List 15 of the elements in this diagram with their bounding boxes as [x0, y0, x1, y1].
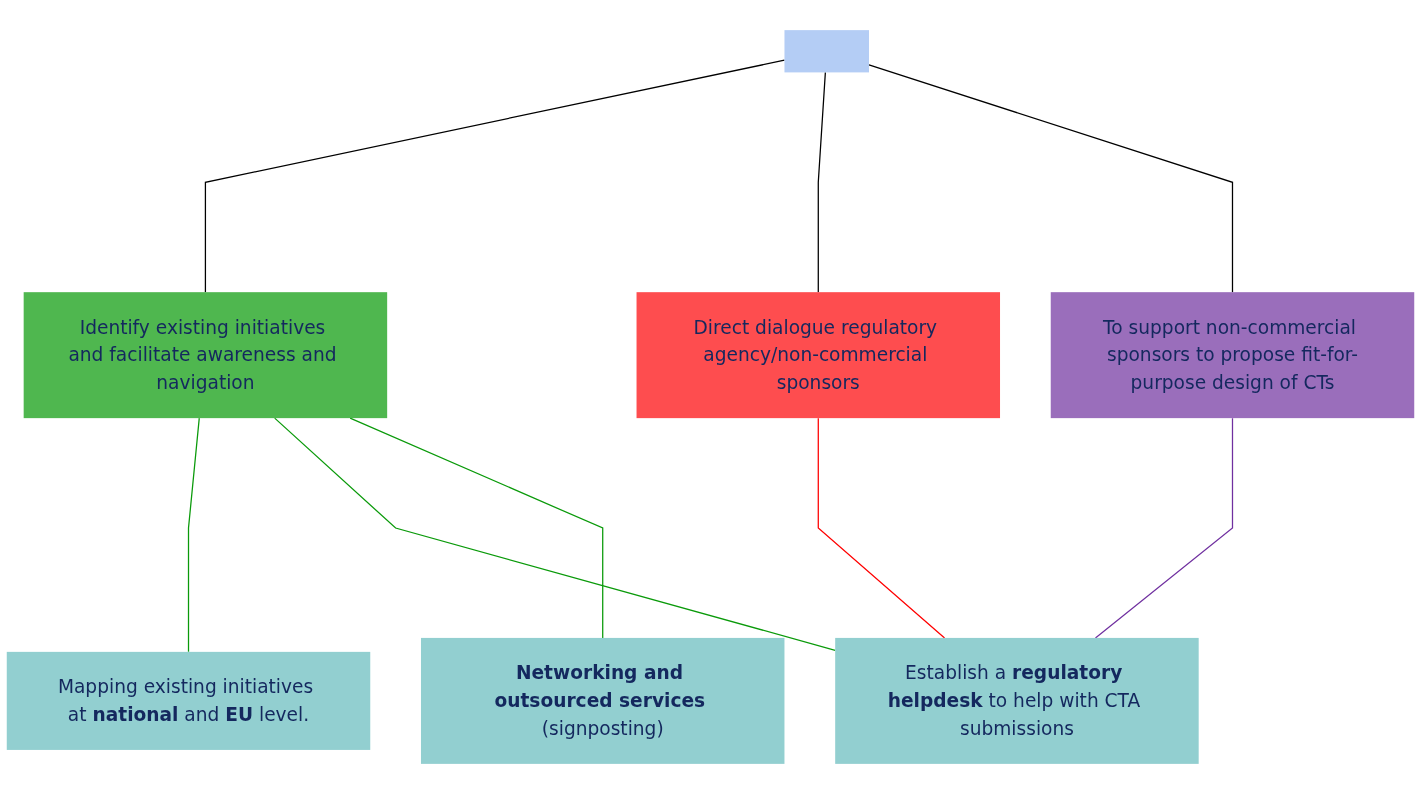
connector — [187, 417, 200, 653]
node-box: Direct dialogue regulatory agency/non-commercial sponsors — [636, 292, 1001, 419]
connector — [1094, 417, 1234, 639]
connector — [868, 64, 1234, 293]
node-box: To support non-commercial sponsors to propose fit-for-purpose design of CTs — [1050, 292, 1415, 419]
connector — [274, 417, 836, 651]
node-box: Networking and outsourced services (signposting) — [420, 637, 785, 764]
connector — [204, 59, 786, 293]
node-bar — [784, 30, 869, 73]
node-box: Mapping existing initiatives at national and EU level. — [6, 651, 371, 750]
connector — [349, 417, 604, 639]
node-box: Identify existing initiatives and facilitate awareness and navigation — [23, 292, 388, 419]
connector — [817, 71, 826, 293]
node-box: Establish a regulatory helpdesk to help with CTA submissions — [835, 637, 1199, 764]
connector — [817, 417, 946, 639]
